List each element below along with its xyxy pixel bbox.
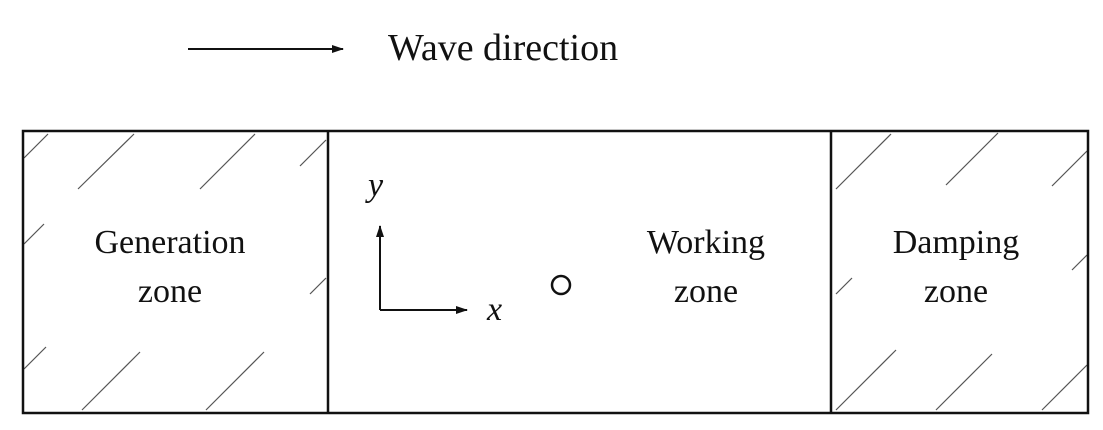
legend: Wave direction xyxy=(188,27,618,69)
generation-zone-label-line2: zone xyxy=(138,273,202,310)
y-axis-label: y xyxy=(365,167,384,204)
tank-frame xyxy=(21,129,1090,415)
damping-zone-hatching xyxy=(835,132,1088,411)
x-axis-label: x xyxy=(486,291,502,328)
damping-zone-label-line1: Damping xyxy=(893,224,1020,261)
generation-zone-label-line1: Generation xyxy=(94,224,245,261)
generation-zone-hatching xyxy=(23,133,327,411)
tank-outline xyxy=(21,129,1090,415)
cylinder-structure xyxy=(550,274,572,296)
working-zone-label-line1: Working xyxy=(647,224,765,261)
damping-zone-label-line2: zone xyxy=(924,273,988,310)
working-zone-label-line2: zone xyxy=(674,273,738,310)
damping-zone: Damping zone xyxy=(893,224,1020,310)
wave-direction-label: Wave direction xyxy=(388,27,618,69)
coordinate-axes: y x xyxy=(365,167,502,328)
generation-zone: Generation zone xyxy=(94,224,245,310)
working-zone: Working zone xyxy=(647,224,765,310)
